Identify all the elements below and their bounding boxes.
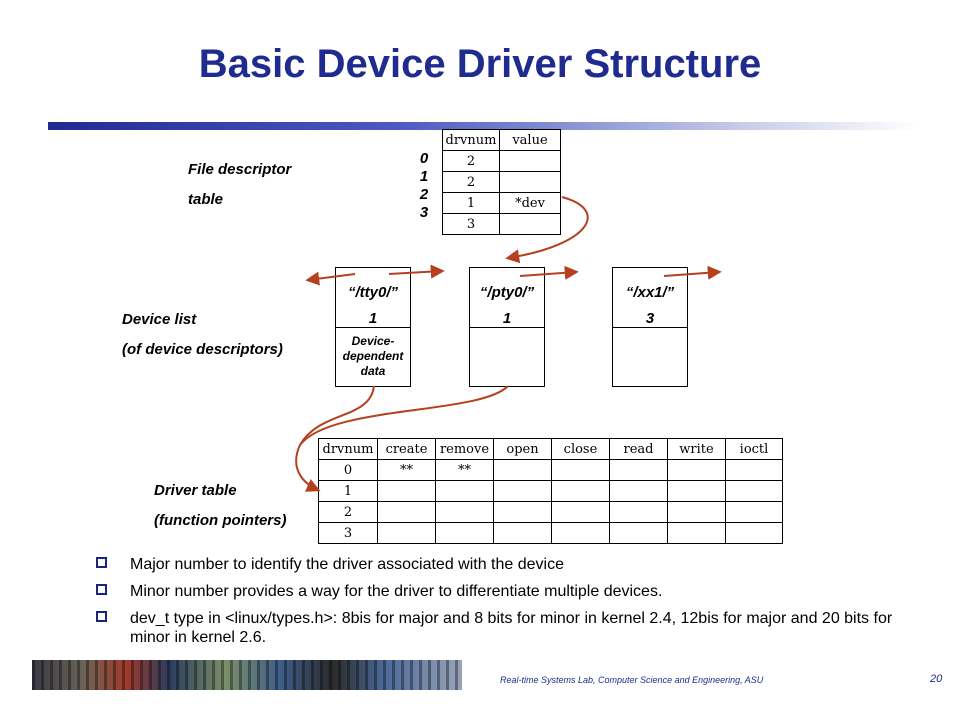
- bullet-text: Major number to identify the driver asso…: [130, 556, 564, 573]
- bullet-item: Major number to identify the driver asso…: [96, 555, 916, 574]
- device-dependent-data: Device- dependent data: [336, 334, 410, 379]
- driver-header-cell: remove: [435, 438, 494, 460]
- driver-table: drvnum create remove open close read wri…: [318, 438, 783, 544]
- fd-table-row: 2: [442, 150, 561, 172]
- fd-table: drvnum value 2 2 1 *dev 3: [442, 129, 561, 235]
- square-bullet-icon: [96, 611, 107, 622]
- list-link-arrow: [663, 265, 722, 280]
- list-link-arrow: [519, 265, 579, 280]
- device-list-label-line1: Device list: [122, 311, 197, 328]
- bullet-item: Minor number provides a way for the driv…: [96, 582, 916, 601]
- fd-cell: 3: [442, 213, 500, 235]
- square-bullet-icon: [96, 584, 107, 595]
- slide-title: Basic Device Driver Structure: [198, 42, 762, 86]
- page-number: 20: [930, 673, 943, 685]
- footer-banner-image: [32, 660, 462, 690]
- driver-table-label-line2: (function pointers): [154, 512, 287, 529]
- device-box-pty0: “/pty0/” 1: [469, 267, 545, 387]
- device-data-line: data: [360, 364, 386, 378]
- driver-table-label: Driver table (function pointers): [154, 476, 286, 536]
- device-data-line: Device-: [351, 334, 395, 348]
- fd-table-header: drvnum value: [442, 129, 561, 151]
- fd-indices: 0 1 2 3: [416, 150, 432, 222]
- device-box-tty0: “/tty0/” 1 Device- dependent data: [335, 267, 411, 387]
- device-major-number: 3: [613, 310, 687, 328]
- driver-table-header: drvnum create remove open close read wri…: [318, 438, 783, 460]
- list-link-arrow: [305, 271, 356, 286]
- bullet-text: dev_t type in <linux/types.h>: 8bis for …: [130, 610, 893, 646]
- device-to-driver-arrow: [299, 385, 509, 446]
- device-major-number: 1: [470, 310, 544, 328]
- fd-index: 3: [419, 204, 429, 221]
- fd-index: 1: [419, 168, 429, 185]
- dev-pointer-arrow: [505, 196, 589, 264]
- device-name: “/pty0/”: [479, 284, 535, 301]
- fd-label-line2: table: [188, 191, 224, 208]
- bullet-list: Major number to identify the driver asso…: [96, 555, 916, 655]
- driver-table-row: 0 ** **: [318, 459, 783, 481]
- device-name: “/xx1/”: [625, 284, 675, 301]
- device-list-label-line2: (of device descriptors): [122, 341, 283, 358]
- fd-label-line1: File descriptor: [188, 161, 292, 178]
- fd-index: 2: [419, 186, 429, 203]
- driver-cell: [725, 522, 783, 544]
- bullet-item: dev_t type in <linux/types.h>: 8bis for …: [96, 609, 916, 647]
- list-link-arrow: [388, 264, 445, 279]
- device-major-number: 1: [336, 310, 410, 328]
- device-to-driver-arrow: [295, 385, 375, 492]
- fd-index: 0: [419, 150, 429, 167]
- driver-header-cell: create: [377, 438, 436, 460]
- fd-label: File descriptor table: [188, 155, 291, 215]
- driver-cell: **: [435, 459, 494, 481]
- driver-table-row: 3: [318, 522, 783, 544]
- bullet-text: Minor number provides a way for the driv…: [130, 583, 663, 600]
- driver-table-label-line1: Driver table: [154, 482, 237, 499]
- driver-table-row: 2: [318, 501, 783, 523]
- fd-cell: [499, 213, 561, 235]
- fd-table-row: 3: [442, 213, 561, 235]
- title-rule: [48, 122, 918, 130]
- driver-table-row: 1: [318, 480, 783, 502]
- fd-table-row: 2: [442, 171, 561, 193]
- device-data-line: dependent: [342, 349, 404, 363]
- footer-credit: Real-time Systems Lab, Computer Science …: [500, 675, 764, 685]
- device-list-label: Device list (of device descriptors): [122, 305, 283, 365]
- device-name: “/tty0/”: [347, 284, 398, 301]
- square-bullet-icon: [96, 557, 107, 568]
- device-box-xx1: “/xx1/” 3: [612, 267, 688, 387]
